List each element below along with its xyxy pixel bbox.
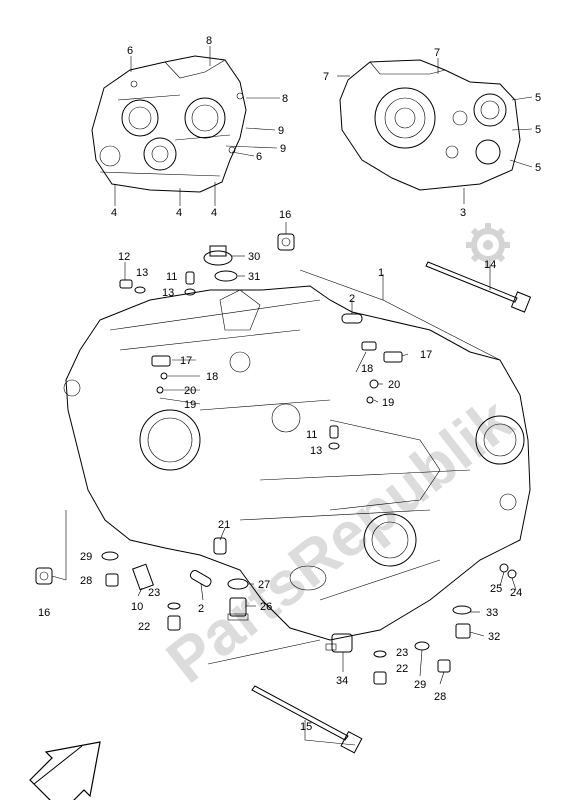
callout-16: 16: [279, 209, 291, 221]
callout-15: 15: [300, 721, 312, 733]
callout-22: 22: [396, 663, 408, 675]
fitting-24-25: [499, 563, 517, 579]
callout-23: 23: [148, 587, 160, 599]
fitting-11-13-mid: [328, 425, 340, 450]
callout-10: 10: [131, 601, 143, 613]
filler-cap-30: [203, 245, 233, 266]
bolt-32: [455, 623, 471, 639]
leader-lines: [51, 46, 533, 746]
callout-11: 11: [306, 429, 317, 441]
callout-1: 1: [378, 267, 384, 279]
left-crankcase-half-inset: [91, 55, 247, 193]
gear-icon: [466, 223, 510, 267]
callout-20: 20: [388, 379, 400, 391]
callout-5: 5: [535, 92, 541, 104]
o-ring-31: [214, 270, 238, 282]
callout-6: 6: [256, 151, 262, 163]
callout-4: 4: [211, 207, 217, 219]
callout-34: 34: [336, 675, 348, 687]
bolt-22-right: [373, 671, 387, 685]
callout-18: 18: [206, 371, 218, 383]
bolt-28-right: [437, 659, 451, 673]
nut-16-top: [277, 233, 295, 251]
bolt-28-left: [105, 573, 119, 587]
callout-19: 19: [382, 397, 394, 409]
callout-2: 2: [349, 293, 355, 305]
callout-27: 27: [258, 579, 270, 591]
right-crankcase-half-inset: [339, 59, 521, 191]
callout-6: 6: [127, 45, 133, 57]
callout-9: 9: [278, 125, 284, 137]
callout-23: 23: [396, 647, 408, 659]
callout-7: 7: [323, 71, 329, 83]
callout-24: 24: [510, 587, 522, 599]
sensor-34: [325, 633, 353, 653]
callout-8: 8: [282, 93, 288, 105]
plug-26: [227, 597, 249, 621]
callout-14: 14: [484, 259, 496, 271]
jet-17-18-19-20-right: [361, 341, 403, 404]
callout-28: 28: [80, 575, 92, 587]
callout-32: 32: [488, 631, 500, 643]
nut-16-left: [35, 567, 53, 585]
callout-33: 33: [486, 607, 498, 619]
washer-23-left: [167, 602, 181, 610]
crankcase-assembly: [63, 285, 531, 641]
callout-29: 29: [414, 679, 426, 691]
bolt-10: [132, 563, 154, 591]
bolt-22-left: [167, 615, 181, 631]
washer-33: [452, 605, 472, 615]
fitting-11-13-top: [184, 271, 196, 296]
callout-17: 17: [420, 349, 432, 361]
callout-29: 29: [80, 551, 92, 563]
fitting-12-13: [119, 279, 146, 294]
callout-labels: 6 8 8 9 9 6 4 4 4 7 7 5 5 5 3 16 30 31 1…: [38, 35, 541, 733]
callout-13: 13: [136, 267, 148, 279]
callout-3: 3: [460, 207, 466, 219]
callout-11: 11: [166, 271, 177, 283]
callout-2: 2: [198, 603, 204, 615]
callout-13: 13: [310, 445, 322, 457]
watermark-text: PartsRepublik: [154, 385, 525, 696]
callout-13: 13: [162, 287, 174, 299]
callout-26: 26: [260, 601, 272, 613]
callout-20: 20: [184, 385, 196, 397]
callout-4: 4: [176, 207, 182, 219]
callout-25: 25: [490, 583, 502, 595]
bolt-15: [251, 685, 363, 754]
callout-30: 30: [248, 251, 260, 263]
callout-28: 28: [434, 691, 446, 703]
callout-31: 31: [248, 271, 260, 283]
callout-17: 17: [180, 355, 192, 367]
washer-23-right: [373, 650, 387, 658]
bolt-14: [425, 261, 532, 313]
callout-16: 16: [38, 607, 50, 619]
callout-4: 4: [111, 207, 117, 219]
washer-29-left: [101, 551, 119, 561]
callout-19: 19: [184, 399, 196, 411]
jet-17-18-19-20-left: [151, 355, 171, 394]
callout-5: 5: [535, 124, 541, 136]
front-arrow-icon: [29, 741, 101, 800]
callout-8: 8: [206, 35, 212, 47]
callout-12: 12: [118, 251, 130, 263]
callout-18: 18: [361, 363, 373, 375]
callout-21: 21: [218, 519, 230, 531]
callout-5: 5: [535, 162, 541, 174]
washer-29-right: [414, 641, 430, 651]
callout-22: 22: [138, 621, 150, 633]
callout-7: 7: [434, 47, 440, 59]
dowel-21: [213, 537, 227, 555]
callout-9: 9: [280, 143, 286, 155]
